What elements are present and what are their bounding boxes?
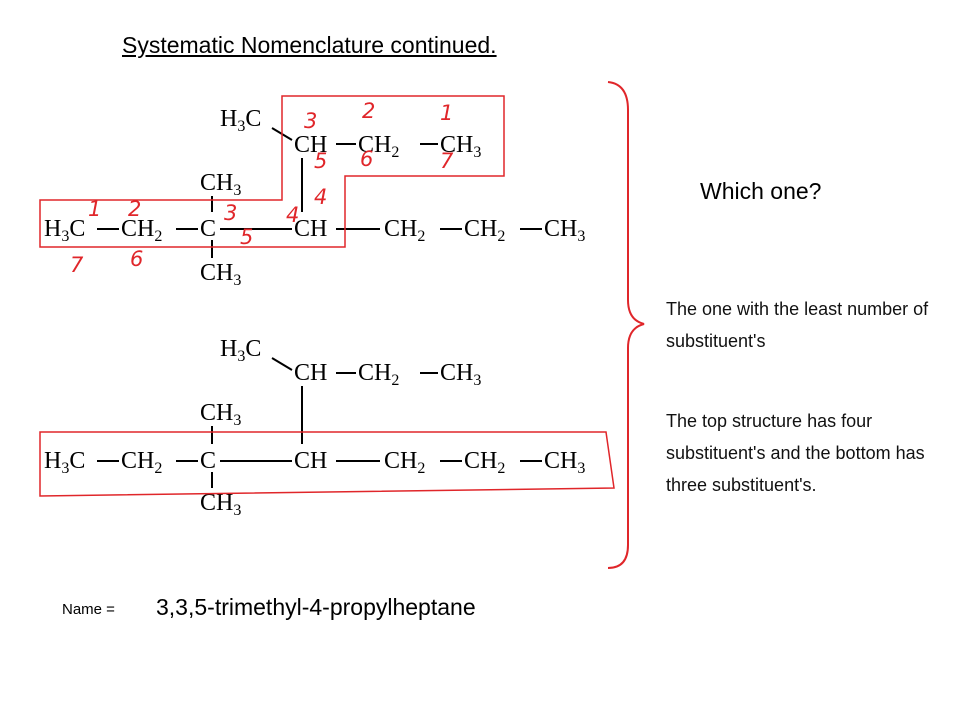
top-num-lower-2: 6: [130, 247, 143, 271]
top-methyl-up: CH3: [200, 170, 241, 199]
top-num-lower-7: 7: [440, 149, 454, 173]
top-chain-c: C: [200, 216, 216, 242]
top-num-lower-6: 6: [360, 147, 373, 171]
bottom-chain-ch2-b: CH2: [384, 448, 425, 477]
top-branch-h3c: H3C: [220, 106, 261, 135]
slide-title: Systematic Nomenclature continued.: [122, 32, 497, 58]
name-label: Name =: [62, 601, 115, 618]
top-num-upper-7: 1: [440, 101, 453, 125]
bottom-branch-ch: CH: [294, 360, 327, 386]
bottom-chain-ch: CH: [294, 448, 327, 474]
top-num-lower-1: 7: [70, 253, 84, 277]
bottom-chain-outline: [39, 431, 615, 497]
top-chain-ch2: CH2: [121, 216, 162, 245]
bottom-structure: H3C CH CH2 CH3 CH3 H3C CH2 C CH CH2 CH2 …: [39, 336, 615, 519]
top-num-upper-1: 1: [88, 197, 101, 221]
top-num-upper-6: 2: [362, 99, 375, 123]
bottom-chain-ch2-c: CH2: [464, 448, 505, 477]
answer-substituent-count: The top structure has four substituent's…: [666, 411, 925, 495]
top-chain-ch2-c: CH2: [464, 216, 505, 245]
top-num-upper-3: 3: [224, 201, 237, 225]
bottom-chain-ch3: CH3: [544, 448, 585, 477]
top-branch-ch: CH: [294, 132, 327, 158]
top-chain-ch: CH: [294, 216, 327, 242]
comparison-brace: [607, 81, 645, 569]
top-chain-h3c: H3C: [44, 216, 85, 245]
top-branch-ch3: CH3: [440, 132, 481, 161]
bottom-chain-c: C: [200, 448, 216, 474]
top-branch-ch2: CH2: [358, 132, 399, 161]
top-num-upper-4: 4: [286, 203, 299, 227]
top-num-lower-5: 5: [314, 149, 327, 173]
question-text: Which one?: [700, 178, 822, 204]
bottom-branch-ch2: CH2: [358, 360, 399, 389]
top-chain-ch2-b: CH2: [384, 216, 425, 245]
top-num-upper-2: 2: [128, 197, 141, 221]
top-methyl-down: CH3: [200, 260, 241, 289]
compound-name: 3,3,5-trimethyl-4-propylheptane: [156, 594, 476, 620]
bottom-branch-h3c: H3C: [220, 336, 261, 365]
top-chain-outline: [39, 95, 505, 248]
top-num-upper-5: 3: [304, 109, 317, 133]
top-chain-ch3: CH3: [544, 216, 585, 245]
bottom-bond-branch-methyl: [271, 357, 293, 371]
answer-least-substituents: The one with the least number of substit…: [666, 299, 929, 351]
top-structure: H3C CH CH2 CH3 CH3 H3C CH2 C CH CH2 CH2: [39, 95, 585, 289]
top-num-lower-4: 4: [314, 185, 327, 209]
bottom-branch-ch3: CH3: [440, 360, 481, 389]
bottom-chain-h3c: H3C: [44, 448, 85, 477]
bottom-methyl-up: CH3: [200, 400, 241, 429]
top-num-lower-3: 5: [240, 225, 253, 249]
bottom-chain-ch2: CH2: [121, 448, 162, 477]
